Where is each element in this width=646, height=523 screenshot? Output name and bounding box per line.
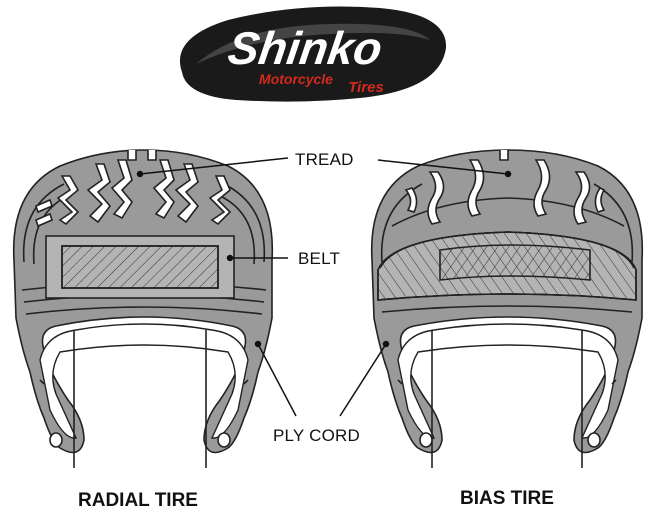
ply-leader-left (257, 343, 297, 417)
logo-brand-text: Shinko (225, 22, 386, 74)
ply-leader-right (339, 343, 387, 417)
ply-cord-label: PLY CORD (273, 426, 360, 445)
shinko-logo: Shinko Motorcycle Tires (179, 6, 447, 102)
radial-tire-cavity (39, 323, 249, 439)
tread-label: TREAD (295, 150, 354, 169)
radial-tire-caption: RADIAL TIRE (78, 490, 198, 511)
bias-ply-layers (377, 231, 637, 301)
radial-belt (61, 245, 219, 289)
logo-tagline-1: Motorcycle (259, 71, 333, 87)
logo-tagline-2: Tires (348, 79, 384, 96)
leader-lines (136, 157, 512, 417)
bias-tire-body (370, 149, 644, 454)
radial-tread-grooves (35, 159, 232, 228)
logo-swoosh (196, 23, 430, 64)
bias-tire-cavity (397, 323, 619, 439)
belt-label: BELT (298, 249, 341, 268)
bias-tire (370, 149, 644, 468)
tread-leader-right (377, 159, 509, 175)
radial-tire (12, 149, 274, 468)
bias-tread-grooves (404, 159, 606, 225)
bias-tire-caption: BIAS TIRE (460, 488, 554, 509)
tread-leader-left (139, 157, 289, 175)
radial-tire-body (12, 149, 274, 454)
